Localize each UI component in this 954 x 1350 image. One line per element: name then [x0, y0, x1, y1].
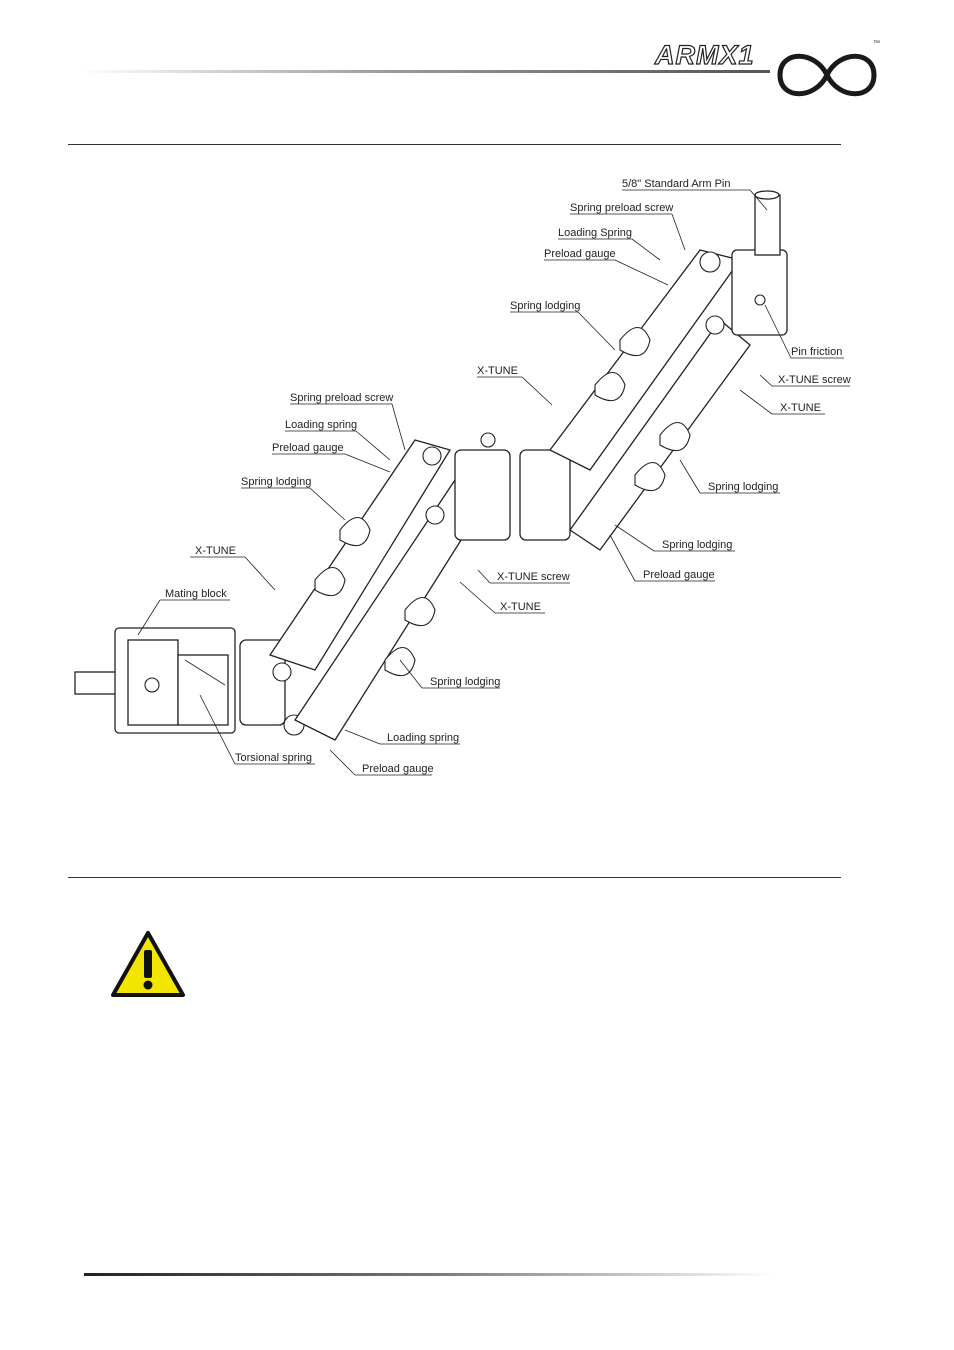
- section-divider-bottom: [68, 877, 841, 878]
- label-preload-gauge-lower: Preload gauge: [272, 442, 391, 473]
- label-mating-block: Mating block: [137, 588, 230, 636]
- label-loading-spring-bottom: Loading spring: [344, 729, 460, 745]
- label-spring-lodging-upper-right: Spring lodging: [679, 459, 780, 494]
- svg-text:Preload gauge: Preload gauge: [643, 569, 715, 581]
- label-xtune-screw-lower: X-TUNE screw: [477, 569, 570, 584]
- middle-hinge-part: [454, 432, 571, 541]
- label-xtune-lower-mid: X-TUNE: [459, 581, 545, 614]
- label-preload-gauge-bottom: Preload gauge: [329, 749, 434, 776]
- label-loading-spring-upper: Loading Spring: [558, 227, 661, 261]
- arm-pin-part: [731, 190, 788, 336]
- svg-text:Spring lodging: Spring lodging: [430, 676, 500, 688]
- label-pin: 5/8" Standard Arm Pin: [622, 178, 768, 211]
- svg-text:Preload gauge: Preload gauge: [272, 442, 344, 454]
- svg-text:Preload gauge: Preload gauge: [544, 248, 616, 260]
- svg-text:Torsional spring: Torsional spring: [235, 752, 312, 764]
- header-rule: [80, 70, 770, 73]
- svg-text:Spring lodging: Spring lodging: [662, 539, 732, 551]
- label-preload-gauge-upper: Preload gauge: [544, 248, 669, 286]
- svg-text:Preload gauge: Preload gauge: [362, 763, 434, 775]
- label-spring-lodging-lower-right: Spring lodging: [399, 659, 500, 689]
- warning-triangle-icon: [111, 931, 185, 997]
- svg-text:Loading spring: Loading spring: [387, 732, 459, 744]
- svg-text:X-TUNE screw: X-TUNE screw: [497, 571, 570, 583]
- svg-text:Spring lodging: Spring lodging: [708, 481, 778, 493]
- mating-block-part: [74, 627, 236, 734]
- label-xtune-lower-left: X-TUNE: [190, 545, 276, 591]
- svg-text:Spring preload screw: Spring preload screw: [570, 202, 673, 214]
- brand-wordmark: ARMX1: [654, 39, 755, 70]
- svg-text:Pin friction: Pin friction: [791, 346, 842, 358]
- lower-hinge-part: [239, 639, 305, 736]
- label-spring-preload-screw-lower: Spring preload screw: [290, 392, 406, 451]
- label-preload-gauge-mid: Preload gauge: [609, 534, 715, 582]
- svg-text:X-TUNE: X-TUNE: [780, 402, 821, 414]
- label-loading-spring-lower: Loading spring: [285, 419, 391, 461]
- svg-text:Spring lodging: Spring lodging: [241, 476, 311, 488]
- label-xtune-upper: X-TUNE: [477, 365, 553, 406]
- svg-text:Spring lodging: Spring lodging: [510, 300, 580, 312]
- label-spring-lodging-lower-left: Spring lodging: [241, 476, 346, 521]
- svg-text:Loading Spring: Loading Spring: [558, 227, 632, 239]
- label-torsional-spring: Torsional spring: [199, 694, 315, 765]
- label-xtune-screw-upper: X-TUNE screw: [759, 374, 851, 387]
- upper-arm-part: [549, 249, 751, 551]
- svg-text:Mating block: Mating block: [165, 588, 227, 600]
- svg-text:X-TUNE screw: X-TUNE screw: [778, 374, 851, 386]
- svg-text:5/8" Standard Arm Pin: 5/8" Standard Arm Pin: [622, 178, 730, 190]
- label-spring-lodging-mid: Spring lodging: [614, 524, 735, 552]
- infinity-logo-icon: [777, 53, 877, 97]
- trademark-symbol: ™: [873, 40, 880, 47]
- svg-text:Loading spring: Loading spring: [285, 419, 357, 431]
- arm-parts-diagram: 5/8" Standard Arm Pin Spring preload scr…: [74, 178, 851, 776]
- svg-text:X-TUNE: X-TUNE: [500, 601, 541, 613]
- lower-arm-part: [268, 439, 481, 741]
- label-pin-friction: Pin friction: [764, 304, 844, 359]
- footer-rule: [84, 1273, 774, 1276]
- label-spring-preload-screw-upper: Spring preload screw: [570, 202, 686, 251]
- svg-text:Spring preload screw: Spring preload screw: [290, 392, 393, 404]
- section-divider-top: [68, 144, 841, 145]
- label-xtune-upper-right: X-TUNE: [739, 389, 825, 415]
- svg-text:X-TUNE: X-TUNE: [195, 545, 236, 557]
- label-spring-lodging-upper-left: Spring lodging: [510, 300, 616, 351]
- svg-text:X-TUNE: X-TUNE: [477, 365, 518, 377]
